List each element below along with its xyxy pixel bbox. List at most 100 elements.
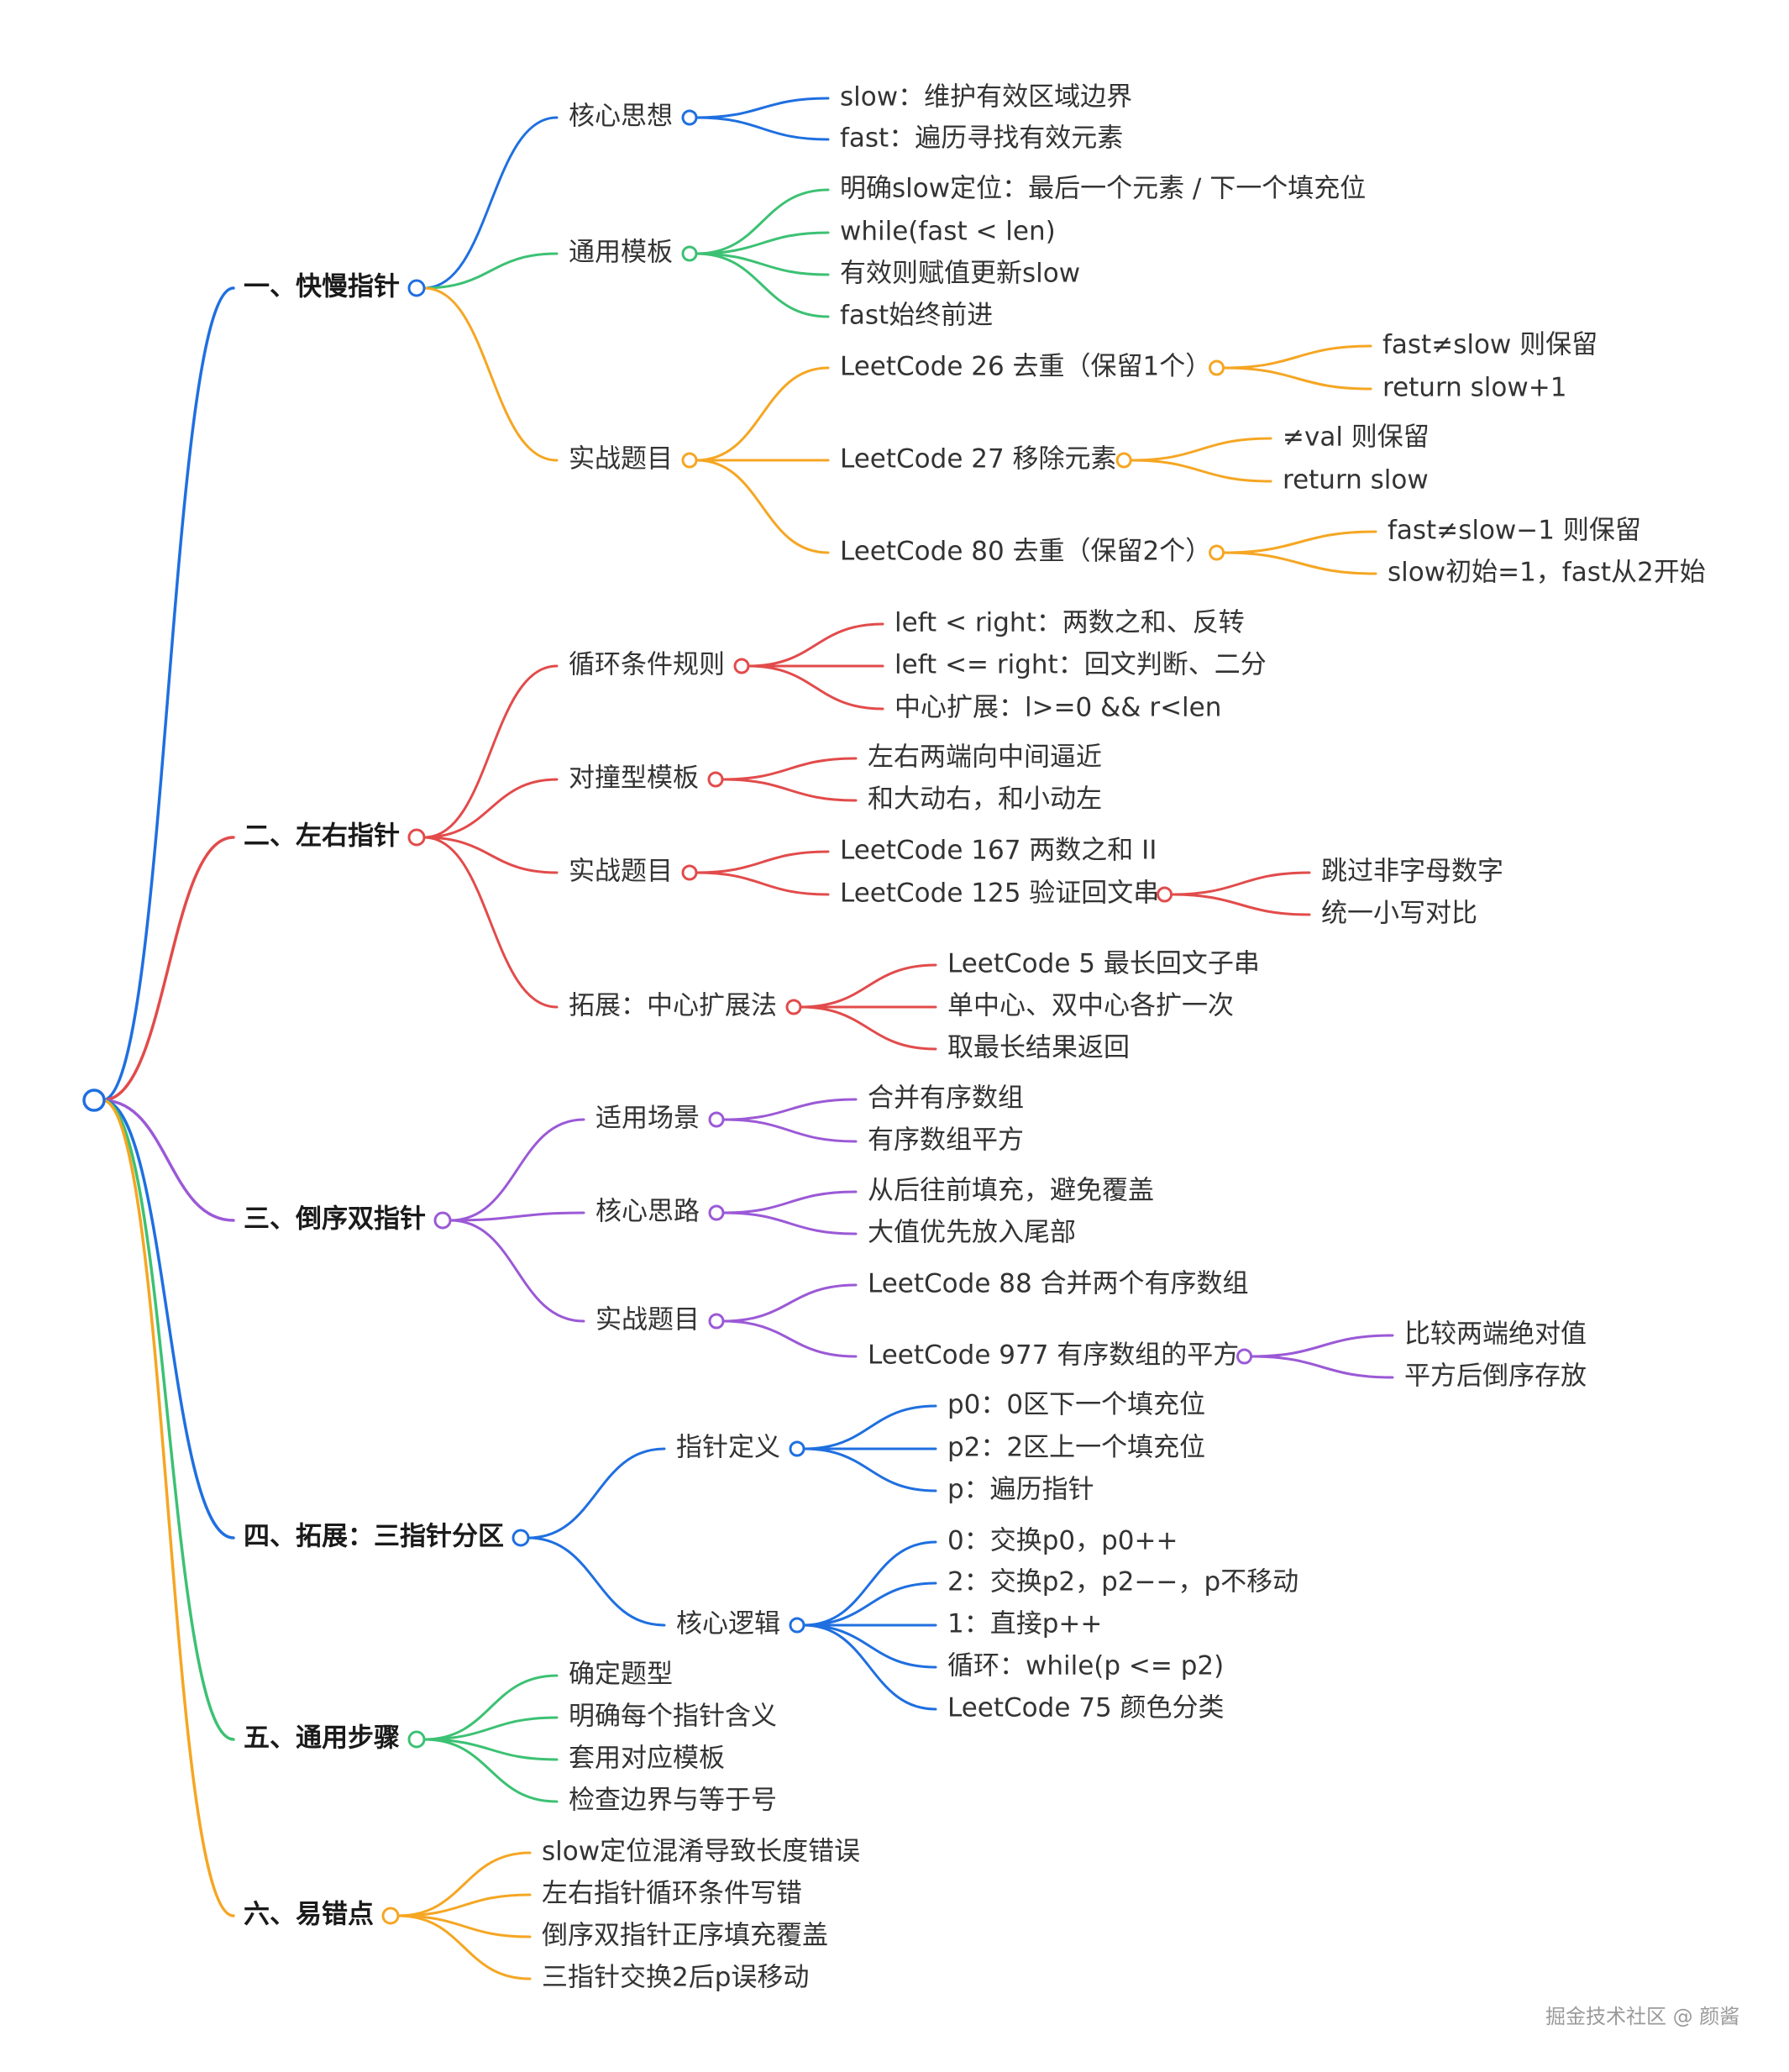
leaf-node-label: left <= right：回文判断、二分 bbox=[894, 650, 1267, 680]
sub-node-label: LeetCode 977 有序数组的平方 bbox=[868, 1340, 1239, 1371]
collapse-toggle-icon[interactable] bbox=[512, 1529, 530, 1547]
leaf-node-label: 明确每个指针含义 bbox=[569, 1702, 777, 1732]
leaf-node-label: 检查边界与等于号 bbox=[569, 1786, 777, 1816]
connector-line bbox=[1222, 344, 1372, 370]
connector-line bbox=[449, 1211, 585, 1222]
collapse-toggle-icon[interactable] bbox=[407, 279, 426, 297]
sub-node-label: 循环条件规则 bbox=[569, 650, 725, 680]
branch-node-label: 一、快慢指针 bbox=[244, 272, 400, 302]
collapse-toggle-icon[interactable] bbox=[681, 109, 698, 126]
collapse-toggle-icon[interactable] bbox=[708, 1204, 725, 1221]
branch-node-label: 六、易错点 bbox=[244, 1900, 374, 1930]
collapse-toggle-icon[interactable] bbox=[733, 658, 750, 674]
connector-line bbox=[422, 116, 559, 290]
leaf-node-label: 统一小写对比 bbox=[1321, 899, 1477, 929]
connector-line bbox=[695, 459, 830, 554]
connector-line bbox=[422, 778, 559, 839]
branch-node-label: 二、左右指针 bbox=[244, 821, 400, 852]
leaf-node-label: LeetCode 167 两数之和 II bbox=[840, 836, 1157, 866]
leaf-node-label: slow定位混淆导致长度错误 bbox=[542, 1837, 860, 1867]
sub-node-label: LeetCode 27 移除元素 bbox=[840, 444, 1117, 475]
branch-connector-line bbox=[101, 1099, 235, 1222]
collapse-toggle-icon[interactable] bbox=[708, 1313, 725, 1330]
connector-line bbox=[422, 1674, 559, 1741]
connector-line bbox=[449, 1118, 585, 1222]
connector-line bbox=[695, 871, 830, 896]
connector-line bbox=[721, 1211, 858, 1235]
collapse-toggle-icon[interactable] bbox=[1157, 886, 1173, 903]
sub-node-label: 核心思想 bbox=[569, 102, 673, 132]
leaf-node-label: 大值优先放入尾部 bbox=[868, 1218, 1076, 1248]
collapse-toggle-icon[interactable] bbox=[789, 1440, 805, 1457]
sub-node-label: 指针定义 bbox=[676, 1433, 780, 1463]
connector-line bbox=[396, 1914, 532, 1980]
leaf-node-label: 和大动右，和小动左 bbox=[868, 784, 1102, 815]
connector-line bbox=[721, 1098, 858, 1121]
leaf-node-label: while(fast < len) bbox=[840, 217, 1056, 247]
connector-line bbox=[396, 1914, 532, 1938]
leaf-node-label: 三指针交换2后p误移动 bbox=[542, 1963, 809, 1993]
leaf-node-label: 有效则赋值更新slow bbox=[840, 259, 1080, 289]
leaf-node-label: fast≠slow 则保留 bbox=[1382, 330, 1598, 360]
collapse-toggle-icon[interactable] bbox=[407, 828, 426, 847]
connector-line bbox=[695, 231, 830, 255]
leaf-node-label: 取最长结果返回 bbox=[947, 1033, 1130, 1063]
leaf-node-label: 左右指针循环条件写错 bbox=[542, 1879, 802, 1909]
connector-line bbox=[396, 1851, 532, 1917]
connector-line bbox=[721, 1319, 858, 1358]
connector-line bbox=[1222, 530, 1377, 554]
root-node-icon[interactable] bbox=[82, 1088, 106, 1112]
leaf-node-label: 跳过非字母数字 bbox=[1321, 857, 1503, 887]
sub-node-label: LeetCode 125 验证回文串 bbox=[840, 879, 1159, 909]
branch-connector-line bbox=[101, 286, 235, 1102]
collapse-toggle-icon[interactable] bbox=[681, 864, 698, 881]
connector-line bbox=[695, 97, 830, 119]
leaf-node-label: return slow bbox=[1283, 465, 1429, 496]
branch-node-label: 五、通用步骤 bbox=[244, 1723, 400, 1754]
leaf-node-label: left < right：两数之和、反转 bbox=[894, 608, 1245, 638]
collapse-toggle-icon[interactable] bbox=[681, 452, 698, 469]
connector-line bbox=[721, 1190, 858, 1214]
collapse-toggle-icon[interactable] bbox=[785, 999, 802, 1015]
connector-line bbox=[422, 252, 559, 290]
connector-line bbox=[695, 252, 830, 276]
collapse-toggle-icon[interactable] bbox=[1209, 544, 1225, 561]
connector-line bbox=[802, 1624, 937, 1669]
connector-line bbox=[422, 1716, 559, 1741]
collapse-toggle-icon[interactable] bbox=[707, 771, 724, 788]
connector-line bbox=[1222, 366, 1372, 391]
leaf-node-label: 平方后倒序存放 bbox=[1404, 1361, 1587, 1392]
collapse-toggle-icon[interactable] bbox=[789, 1617, 805, 1634]
connector-line bbox=[747, 622, 884, 668]
leaf-node-label: 2：交换p2，p2−−，p不移动 bbox=[947, 1567, 1298, 1597]
watermark: 掘金技术社区 @ 颜酱 bbox=[1545, 2005, 1739, 2028]
leaf-node-label: p2：2区上一个填充位 bbox=[947, 1433, 1205, 1463]
collapse-toggle-icon[interactable] bbox=[708, 1111, 725, 1128]
connector-line bbox=[422, 836, 559, 874]
sub-node-label: LeetCode 26 去重（保留1个） bbox=[840, 352, 1211, 382]
collapse-toggle-icon[interactable] bbox=[1115, 452, 1132, 469]
connector-line bbox=[799, 963, 937, 1009]
sub-node-label: 适用场景 bbox=[595, 1104, 700, 1134]
collapse-toggle-icon[interactable] bbox=[681, 245, 698, 262]
leaf-node-label: 单中心、双中心各扩一次 bbox=[947, 991, 1234, 1021]
leaf-node-label: 明确slow定位：最后一个元素 / 下一个填充位 bbox=[840, 174, 1366, 204]
connector-line bbox=[527, 1536, 666, 1627]
sub-node-label: LeetCode 80 去重（保留2个） bbox=[840, 537, 1211, 567]
collapse-toggle-icon[interactable] bbox=[433, 1211, 452, 1230]
leaf-node-label: fast始终前进 bbox=[840, 301, 993, 331]
collapse-toggle-icon[interactable] bbox=[407, 1730, 426, 1749]
connector-line bbox=[747, 664, 884, 711]
leaf-node-label: 循环：while(p <= p2) bbox=[947, 1651, 1224, 1681]
leaf-node-label: 确定题型 bbox=[569, 1660, 673, 1690]
leaf-node-label: 有序数组平方 bbox=[868, 1125, 1024, 1156]
collapse-toggle-icon[interactable] bbox=[1209, 359, 1225, 376]
collapse-toggle-icon[interactable] bbox=[1236, 1348, 1253, 1365]
collapse-toggle-icon[interactable] bbox=[381, 1907, 400, 1925]
branch-connector-line bbox=[101, 1099, 235, 1741]
sub-node-label: 核心逻辑 bbox=[676, 1609, 780, 1639]
connector-line bbox=[1250, 1355, 1394, 1379]
leaf-node-label: slow初始=1，fast从2开始 bbox=[1388, 558, 1706, 588]
leaf-node-label: p0：0区下一个填充位 bbox=[947, 1390, 1205, 1420]
leaf-node-label: fast：遍历寻找有效元素 bbox=[840, 123, 1123, 154]
